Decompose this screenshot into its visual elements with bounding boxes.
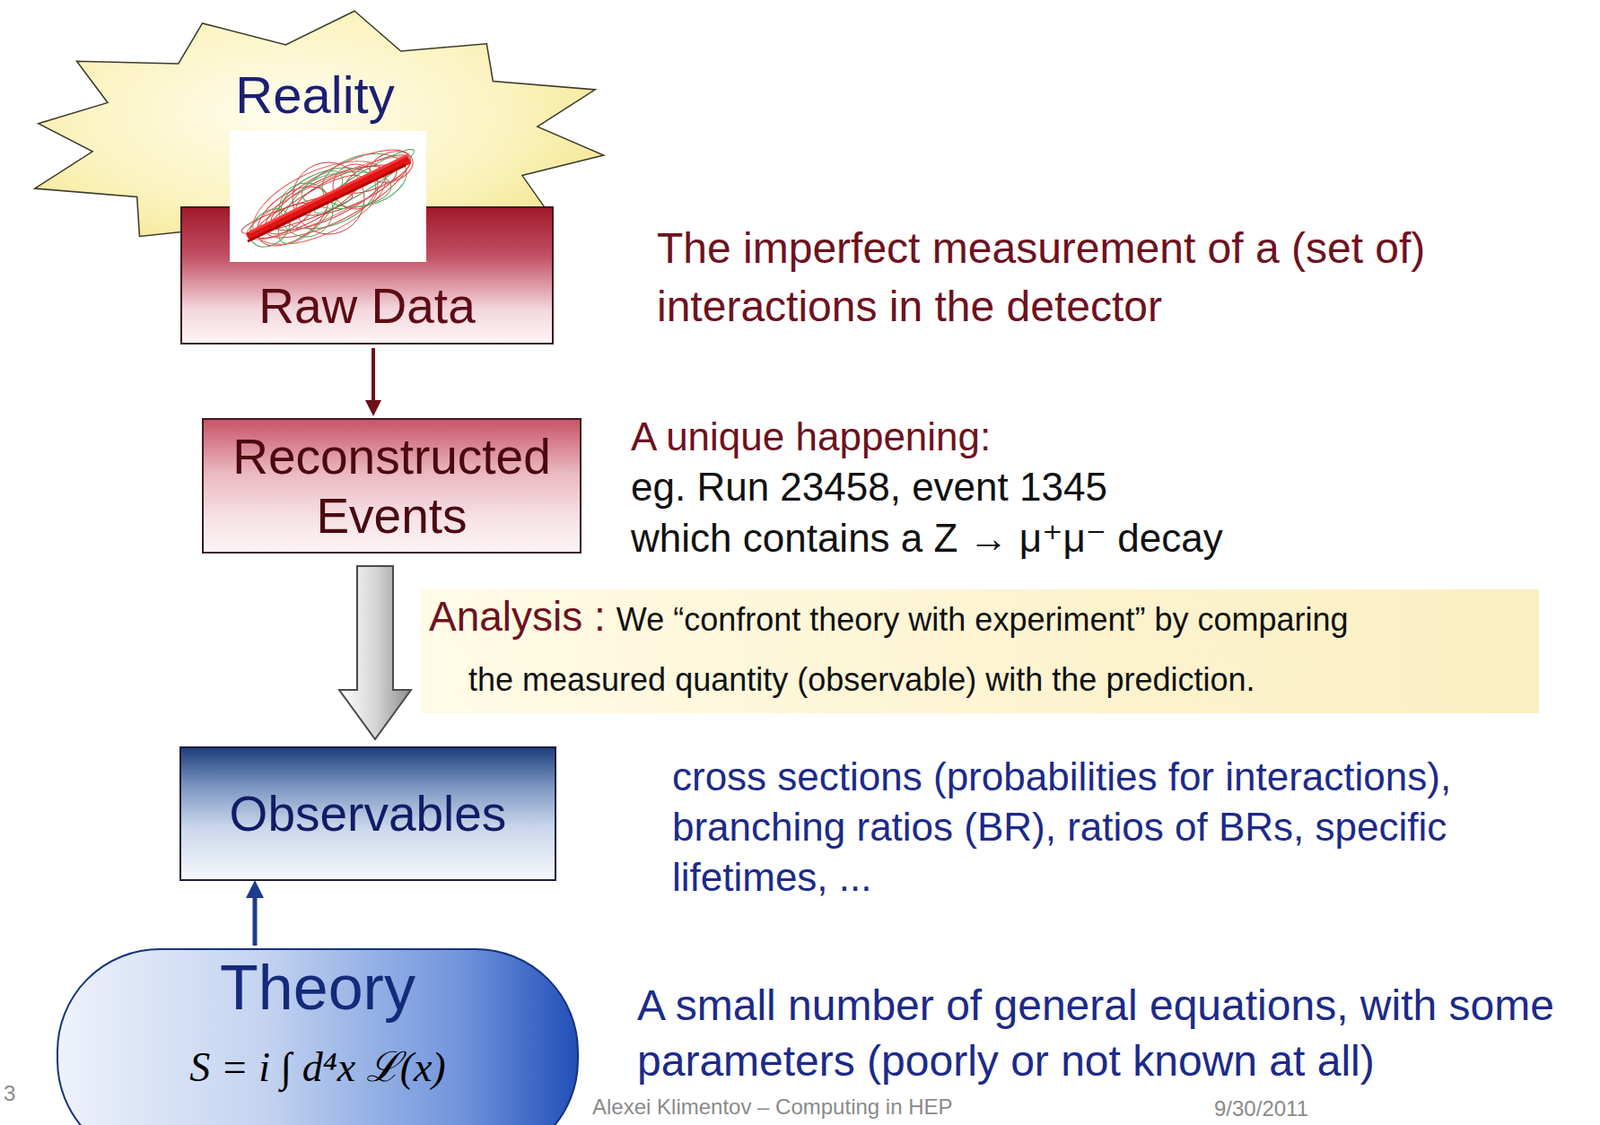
jet-band <box>247 165 406 242</box>
note-heading-holder: A unique happening: <box>630 410 1313 463</box>
equation-text: S = i ∫ d⁴x ℒ(x) <box>189 1042 446 1093</box>
theory-note-holder: A small number of general equations, wit… <box>637 978 1589 1090</box>
note-text: which contains a Z → μ⁺μ⁻ decay <box>630 512 1439 564</box>
note-text-holder: The imperfect measurement of a (set of) … <box>656 218 1519 336</box>
date-text-holder: 9/30/2011 <box>1214 1096 1394 1122</box>
analysis-heading: Analysis : <box>428 593 606 640</box>
analysis-band: Analysis :We “confront theory with exper… <box>419 589 1539 714</box>
jet-band <box>247 159 410 237</box>
page-number: 3 <box>3 1081 40 1107</box>
note-text: The imperfect measurement of a (set of) … <box>656 218 1519 336</box>
node-title: Reality <box>235 63 394 127</box>
observables-box: Observables <box>179 746 557 882</box>
node-title: Raw Data <box>258 276 475 336</box>
flow-arrow <box>253 898 258 946</box>
page-number-holder: 3 <box>3 1081 40 1107</box>
note-heading: A unique happening: <box>630 410 1313 463</box>
jet-band <box>249 155 408 233</box>
block-arrow <box>339 566 411 740</box>
node-title: Observables <box>229 784 508 844</box>
observables-note-holder: cross sections (probabilities for intera… <box>672 751 1534 903</box>
note-text-holder: which contains a Z → μ⁺μ⁻ decay <box>630 512 1439 564</box>
observables-note: cross sections (probabilities for intera… <box>672 751 1534 903</box>
flow-arrow <box>371 348 376 401</box>
event-display <box>229 131 427 263</box>
date-text: 9/30/2011 <box>1214 1096 1394 1122</box>
note-text-holder: eg. Run 23458, event 1345 <box>630 461 1439 513</box>
event-background <box>229 131 427 263</box>
node-title: Reconstructed Events <box>218 427 566 546</box>
text-flow: Analysis :We “confront theory with exper… <box>428 589 1390 714</box>
track-curve <box>239 144 418 254</box>
theory-note: A small number of general equations, wit… <box>637 978 1589 1090</box>
node-title: Theory <box>219 953 416 1023</box>
theory-pill: Theory S = i ∫ d⁴x ℒ(x) <box>56 948 579 1125</box>
footer-text: Alexei Klimentov – Computing in HEP <box>592 1094 1131 1120</box>
note-text: eg. Run 23458, event 1345 <box>630 461 1439 513</box>
footer-text-holder: Alexei Klimentov – Computing in HEP <box>592 1094 1131 1120</box>
reconstructed-events-box: Reconstructed Events <box>201 418 582 554</box>
